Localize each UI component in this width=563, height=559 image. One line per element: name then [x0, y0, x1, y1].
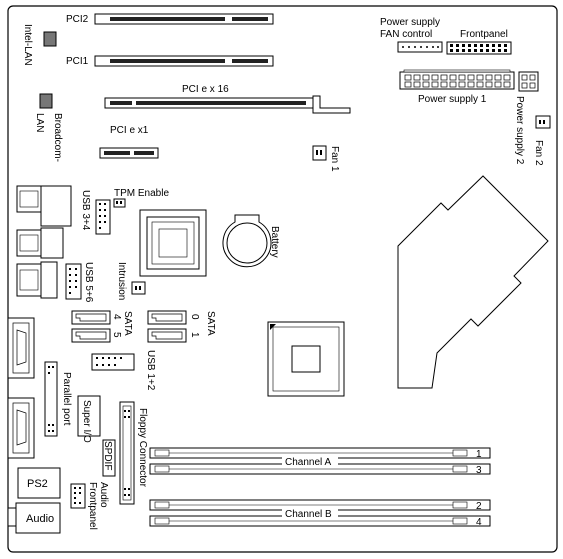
sata-0-connector	[147, 310, 187, 325]
psu-fan-control-label-2: FAN control	[380, 29, 432, 40]
floppy-connector	[119, 401, 135, 505]
pci2-label: PCI2	[66, 14, 89, 25]
usb-rear-port-b-inner	[19, 234, 39, 252]
audio-frontpanel-label-2: Frontpanel	[87, 482, 98, 530]
usb-rear-port-a-inner	[19, 190, 39, 208]
broadcom-lan-suffix: LAN	[34, 113, 45, 132]
sata-4-num: 4	[111, 314, 122, 320]
channel-b-label: Channel B	[285, 509, 332, 520]
board-outline	[7, 5, 558, 553]
broadcom-lan-label: Broadcom-	[52, 113, 63, 162]
fan-1-header	[312, 145, 327, 161]
intel-lan-chip	[43, 31, 57, 47]
frontpanel-header	[446, 41, 512, 55]
spdif-label: SPDIF	[102, 441, 113, 470]
sata-5-connector	[71, 328, 111, 343]
battery	[222, 214, 272, 268]
audio-frontpanel-header	[70, 483, 86, 509]
pcie-x16-label: PCI e x 16	[182, 84, 229, 95]
dimm-4-number: 4	[476, 517, 482, 528]
intel-lan-label: Intel-LAN	[22, 24, 33, 66]
ps2-label: PS2	[27, 478, 48, 490]
intrusion-label: Intrusion	[116, 262, 127, 300]
floppy-connector-label: Floppy Connector	[137, 408, 148, 488]
frontpanel-label: Frontpanel	[460, 29, 508, 40]
chipset	[139, 209, 207, 277]
pci1-label: PCI1	[66, 56, 89, 67]
tpm-enable-label: TPM Enable	[114, 188, 169, 199]
power-supply-1-connector	[399, 69, 515, 90]
serial-port-rear	[7, 317, 35, 379]
channel-b-label-bg	[282, 507, 338, 519]
usb-rear-block-b	[40, 227, 64, 259]
ps2-port	[17, 467, 61, 499]
spdif-header	[102, 439, 116, 477]
power-supply-1-label: Power supply 1	[418, 94, 487, 105]
psu-fan-control-header	[397, 41, 443, 53]
pcie-x1-slot	[99, 147, 159, 159]
cpu-socket	[267, 321, 345, 397]
sata-4-5-label: SATA	[122, 311, 133, 336]
channel-a-label: Channel A	[285, 457, 331, 468]
parallel-port-rear	[7, 397, 35, 459]
power-supply-2-connector	[518, 71, 539, 92]
sata-1-connector	[147, 328, 187, 343]
power-supply-2-label: Power supply 2	[514, 96, 525, 165]
pci1-slot	[94, 55, 274, 67]
channel-a-label-bg	[282, 455, 338, 467]
usb-5-6-header	[65, 263, 82, 300]
fan-1-label: Fan 1	[329, 146, 340, 172]
usb-3-4-header	[95, 199, 111, 235]
usb-1-2-label: USB 1+2	[145, 350, 156, 391]
usb-3-4-label: USB 3+4	[80, 190, 91, 231]
sata-5-num: 5	[111, 332, 122, 338]
parallel-port-header	[44, 361, 58, 437]
audio-frontpanel-label-1: Audio	[98, 482, 109, 508]
psu-fan-control-label-1: Power supply	[380, 17, 440, 28]
audio-label: Audio	[26, 513, 54, 525]
usb-rear-port-c-inner	[19, 269, 39, 291]
pcie-x1-label: PCI e x1	[110, 125, 149, 136]
intrusion-header	[131, 281, 146, 295]
fan-2-label: Fan 2	[533, 140, 544, 166]
sata-0-1-label: SATA	[205, 311, 216, 336]
fan-2-header	[535, 115, 551, 129]
battery-label: Battery	[269, 226, 280, 258]
audio-port	[7, 502, 61, 534]
super-io-label: Super I/O	[81, 400, 92, 443]
cpu-heatsink-outline	[397, 175, 549, 389]
sata-4-connector	[71, 310, 111, 325]
dimm-2-number: 2	[476, 501, 482, 512]
super-io-chip	[77, 395, 101, 437]
tpm-enable-jumper	[113, 198, 126, 208]
dimm-1-number: 1	[476, 449, 482, 460]
usb-1-2-header	[91, 353, 135, 371]
sata-0-num: 0	[189, 314, 200, 320]
pci2-slot	[94, 13, 274, 25]
usb-5-6-label: USB 5+6	[83, 262, 94, 303]
sata-1-num: 1	[189, 332, 200, 338]
usb-rear-block-c	[40, 261, 58, 299]
broadcom-lan-chip	[39, 93, 53, 109]
dimm-3-number: 3	[476, 465, 482, 476]
pcie-x16-slot	[104, 95, 351, 114]
parallel-port-label: Parallel port	[61, 372, 72, 426]
usb-rear-block-a	[40, 185, 72, 227]
